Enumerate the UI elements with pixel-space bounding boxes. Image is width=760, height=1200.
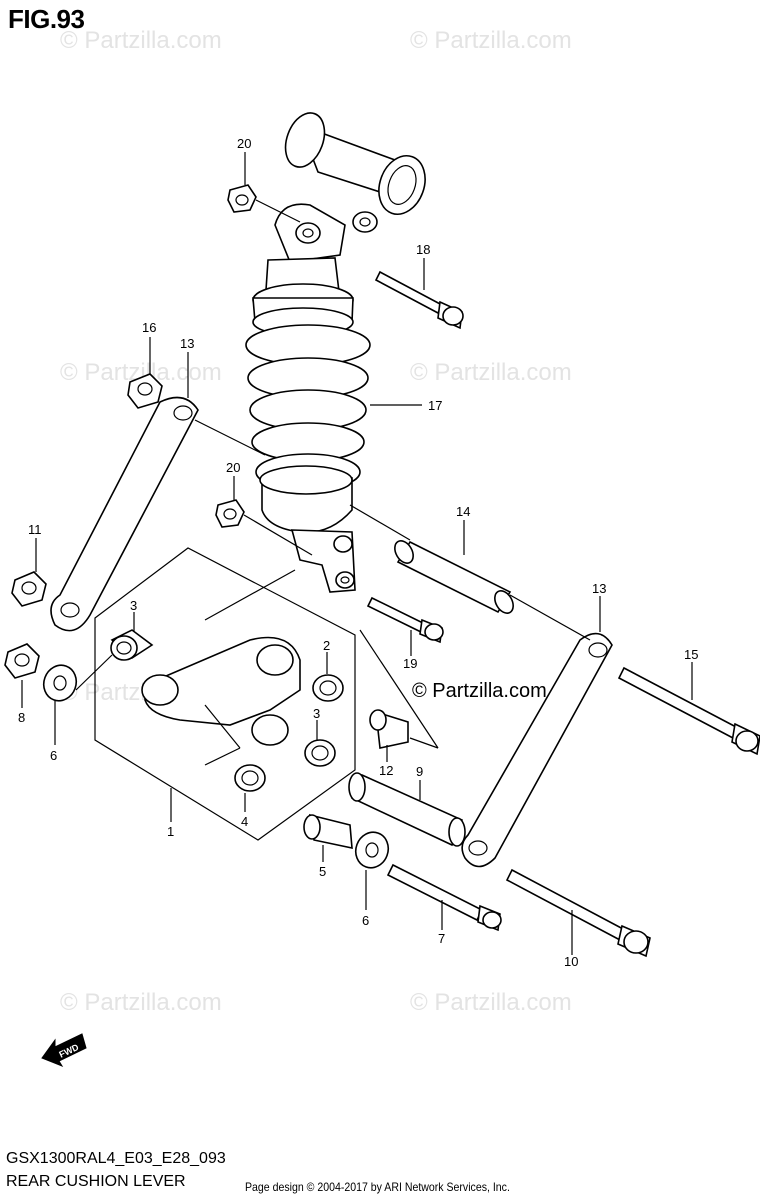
spacer-12 [369,709,409,749]
callout-3: 3 [130,598,137,613]
tie-rod-13-left [50,396,199,632]
callout-6: 6 [50,748,57,763]
bolt-18 [374,270,464,330]
nut-20-top [227,184,257,213]
figure-caption: REAR CUSHION LEVER [6,1173,186,1190]
watermark: © Partzilla.com [60,989,222,1016]
fwd-arrow-icon: FWD [41,1033,87,1068]
callout-numbers: 20 18 16 13 17 20 11 14 13 3 2 15 19 3 8… [18,136,698,969]
callout-7: 7 [438,931,445,946]
cushion-lever-assembly [94,547,356,841]
callout-10: 10 [564,954,578,969]
bearing-3-right [304,739,336,767]
callout-4: 4 [241,814,248,829]
callout-2: 2 [323,638,330,653]
spacer-14 [394,540,514,614]
callout-3: 3 [313,706,320,721]
watermark: © Partzilla.com [410,359,572,386]
watermark: © Partzilla.com [410,27,572,54]
callout-17: 17 [428,398,442,413]
callout-8: 8 [18,710,25,725]
copyright-notice: © Partzilla.com [412,680,547,702]
rear-shock-absorber [245,112,426,593]
leader-lines [21,152,693,955]
callout-15: 15 [684,647,698,662]
watermark: © Partzilla.com [60,27,222,54]
callout-11: 11 [28,522,42,537]
callout-6: 6 [362,913,369,928]
nut-8 [4,643,40,679]
bearing-2 [312,674,344,702]
washer-6-left [42,664,78,702]
callout-20: 20 [237,136,251,151]
tie-rod-13-right [461,632,613,868]
callout-20: 20 [226,460,240,475]
collar-5 [303,813,353,850]
nut-11 [11,571,47,607]
callout-1: 1 [167,824,174,839]
bolt-19 [366,596,444,644]
bearing-3-left [110,629,154,661]
nut-20-mid [215,499,245,528]
bolt-7 [386,863,502,932]
callout-19: 19 [403,656,417,671]
callout-12: 12 [379,763,393,778]
bolt-15 [617,666,760,756]
figure-title: FIG.93 [8,4,85,34]
callout-9: 9 [416,764,423,779]
watermark: © Partzilla.com [410,989,572,1016]
callout-16: 16 [142,320,156,335]
bolt-10 [505,868,651,958]
model-code: GSX1300RAL4_E03_E28_093 [6,1150,226,1167]
callout-5: 5 [319,864,326,879]
page-credit: Page design © 2004-2017 by ARI Network S… [245,1180,510,1194]
callout-14: 14 [456,504,470,519]
bearing-4 [234,764,266,792]
washer-6-right [354,831,390,869]
callout-13: 13 [592,581,606,596]
spacer-9 [348,772,466,847]
callout-18: 18 [416,242,430,257]
callout-13: 13 [180,336,194,351]
